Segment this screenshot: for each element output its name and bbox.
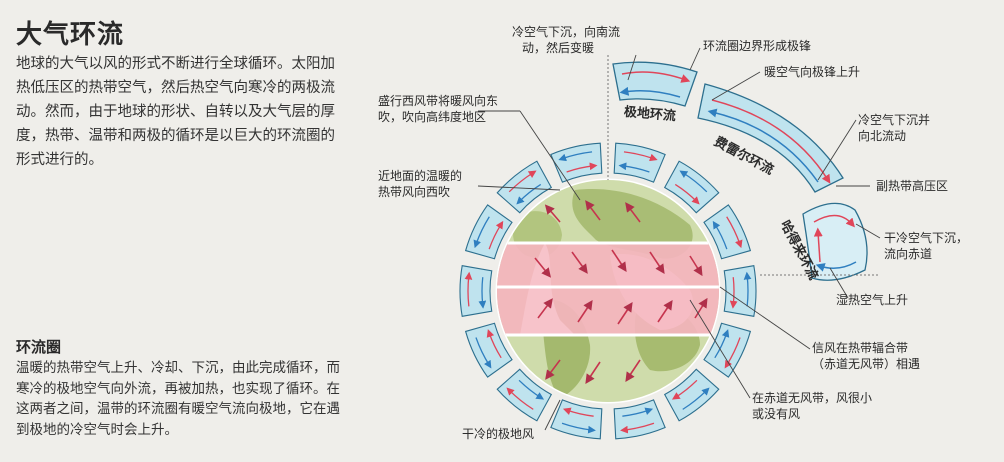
label-polar-easterlies: 干冷的极地风 [462, 427, 535, 441]
ring-cell [496, 160, 553, 214]
label-itcz: 信风在热带辐合带 （赤道无风带）相遇 [812, 341, 921, 371]
ring-cell [464, 322, 513, 378]
label-humid-rise: 湿热空气上升 [836, 293, 909, 307]
ring-cell [703, 322, 752, 378]
ring-cell-arrow [726, 216, 743, 249]
ring-cell-arrow [679, 170, 708, 193]
ring-cell-arrow [682, 387, 710, 410]
label-trade-west: 近地面的温暖的 热带风向西吹 [378, 169, 463, 199]
intro-paragraph: 地球的大气以风的形式不断进行全球循环。太阳加热低压区的热带空气，然后热空气向寒冷… [16, 56, 335, 168]
ring-cell-arrow [478, 277, 487, 309]
ring-cell-arrow [623, 151, 658, 162]
ring-cell-arrow [724, 337, 741, 369]
ring-cell-arrow [561, 422, 596, 434]
ring-cell [663, 160, 720, 214]
ring-cell-arrow [620, 422, 655, 434]
polar-cell-diagram [612, 61, 698, 107]
ring-cell-arrow [516, 183, 542, 205]
ring-cell-arrow [743, 271, 752, 307]
ring-cell [550, 142, 603, 183]
leader-lines [477, 47, 881, 431]
label-subtropical-high: 副热带高压区 [876, 179, 949, 193]
label-doldrums: 在赤道无风带，风很小 或没有风 [752, 391, 873, 421]
ring-cell [459, 265, 493, 317]
earth-globe [495, 178, 721, 404]
ring-cell [550, 399, 603, 440]
ring-cell-arrow [671, 379, 698, 400]
label-westerlies: 盛行西风带将暖风向东 吹，吹向高纬度地区 [378, 94, 499, 124]
section-paragraph: 温暖的热带空气上升、冷却、下沉，由此完成循环，而寒冷的极地空气向外流，再被加热，… [16, 360, 340, 438]
ring-cell-arrow [712, 220, 728, 250]
ring-cell [613, 399, 666, 440]
label-dry-cold: 干冷空气下沉， 流向赤道 [884, 231, 969, 261]
circulation-cell-ring [459, 142, 757, 440]
ring-cell-arrow [566, 162, 598, 173]
ring-cell-arrow [508, 170, 537, 193]
ring-cell [496, 368, 553, 422]
ring-cell-arrow [714, 329, 730, 359]
label-cold-sink-north: 冷空气下沉并 向北流动 [858, 113, 931, 143]
section-heading: 环流圈 [16, 338, 62, 356]
ring-cell-arrow [464, 271, 473, 307]
ring-cell-arrow [506, 387, 534, 410]
ring-cell [613, 142, 666, 183]
ring-cell-arrow [486, 329, 502, 359]
ring-cell-arrow [475, 337, 492, 369]
hadley-cell-diagram [802, 202, 868, 281]
page-title: 大气环流 [16, 20, 125, 50]
ring-cell-arrow [518, 379, 545, 400]
ring-cell-arrow [488, 220, 504, 250]
ring-cell [663, 368, 720, 422]
ring-cell-arrow [558, 151, 593, 162]
label-polar-front: 环流圈边界形成极锋 [703, 39, 812, 53]
ring-cell-arrow [674, 183, 700, 205]
ring-cell-arrow [473, 216, 490, 249]
ferrel-cell-diagram [697, 83, 844, 193]
ring-cell-arrow [729, 277, 738, 309]
label-warm-to-front: 暖空气向极锋上升 [764, 65, 861, 79]
ring-cell-arrow [562, 407, 594, 417]
label-cold-sink-south: 冷空气下沉，向南流 动，然后变暖 [512, 25, 621, 55]
ring-cell-arrow [622, 407, 654, 417]
ring-cell-arrow [618, 162, 650, 173]
